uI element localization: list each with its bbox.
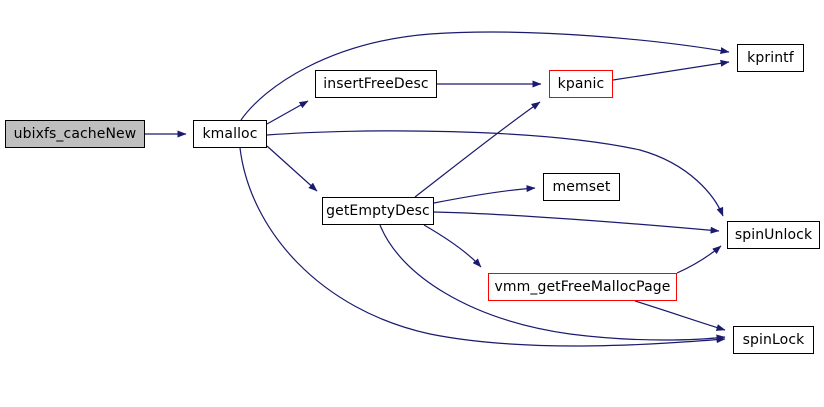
- node-getEmptyDesc[interactable]: getEmptyDesc: [322, 197, 434, 225]
- edge-vmm_getFreeMallocPage-to-spinLock: [634, 300, 726, 331]
- node-label-kpanic: kpanic: [557, 76, 605, 92]
- edge-kmalloc-to-getEmptyDesc: [266, 145, 318, 192]
- node-label-spinUnlock: spinUnlock: [734, 227, 813, 243]
- node-label-ubixfs_cacheNew: ubixfs_cacheNew: [13, 126, 137, 142]
- node-insertFreeDesc[interactable]: insertFreeDesc: [315, 70, 437, 98]
- node-label-insertFreeDesc: insertFreeDesc: [323, 76, 429, 92]
- edge-getEmptyDesc-to-memset: [433, 185, 536, 204]
- edge-getEmptyDesc-to-spinUnlock: [433, 211, 720, 234]
- edge-getEmptyDesc-to-kpanic: [414, 101, 541, 198]
- edge-kmalloc-to-kprintf: [240, 31, 730, 121]
- node-ubixfs_cacheNew[interactable]: ubixfs_cacheNew: [5, 120, 145, 148]
- edge-vmm_getFreeMallocPage-to-spinUnlock: [676, 245, 722, 274]
- node-label-kprintf: kprintf: [747, 50, 794, 66]
- edge-kmalloc-to-spinUnlock: [266, 130, 724, 217]
- node-label-kmalloc: kmalloc: [202, 126, 258, 142]
- node-vmm_getFreeMallocPage[interactable]: vmm_getFreeMallocPage: [488, 273, 677, 301]
- edge-kmalloc-to-insertFreeDesc: [266, 100, 309, 125]
- node-spinLock[interactable]: spinLock: [733, 326, 814, 354]
- node-label-getEmptyDesc: getEmptyDesc: [326, 203, 430, 219]
- node-kpanic[interactable]: kpanic: [549, 70, 613, 98]
- node-label-vmm_getFreeMallocPage: vmm_getFreeMallocPage: [494, 279, 671, 295]
- node-spinUnlock[interactable]: spinUnlock: [727, 221, 820, 249]
- edge-kpanic-to-kprintf: [612, 59, 730, 81]
- node-label-memset: memset: [552, 179, 611, 195]
- edge-getEmptyDesc-to-spinLock: [379, 224, 726, 342]
- node-memset[interactable]: memset: [543, 173, 620, 201]
- edge-kmalloc-to-spinLock: [239, 147, 726, 347]
- node-kprintf[interactable]: kprintf: [737, 44, 804, 72]
- node-label-spinLock: spinLock: [742, 332, 805, 348]
- edge-getEmptyDesc-to-vmm_getFreeMallocPage: [423, 224, 482, 268]
- node-kmalloc[interactable]: kmalloc: [193, 120, 267, 148]
